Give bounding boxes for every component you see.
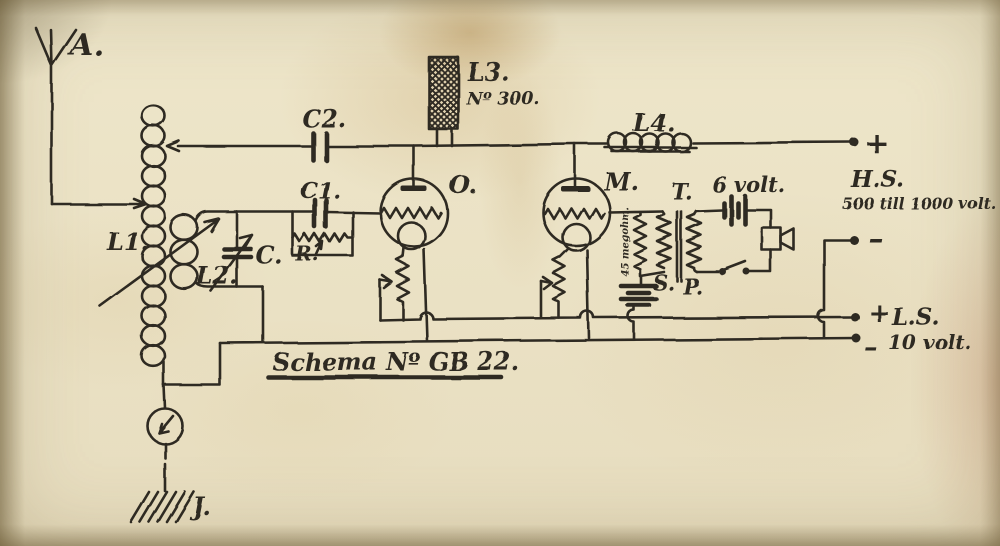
label-hs-range: 500 till 1000 volt.	[842, 194, 996, 213]
label-c1: C1.	[300, 178, 340, 204]
label-l2: L2.	[195, 261, 238, 290]
coupling-capacitor-c2	[310, 130, 415, 163]
label-hs: H.S.	[850, 166, 905, 193]
coil-l1	[140, 104, 313, 387]
tube-o-rheostat	[378, 246, 411, 322]
variable-capacitor-c	[209, 210, 265, 343]
bottom-rails	[162, 310, 859, 387]
switch	[695, 260, 751, 276]
tube-m	[541, 142, 611, 252]
label-hs-minus: –	[868, 221, 883, 256]
tube-m-filament-return	[585, 248, 591, 340]
hs-minus-wire	[816, 238, 852, 340]
label-antenna: A.	[67, 28, 104, 63]
label-c: C.	[256, 241, 283, 270]
label-s: S.	[653, 270, 675, 295]
label-ls-plus: +	[868, 298, 891, 329]
top-wire	[412, 140, 854, 148]
battery-6v	[694, 193, 773, 230]
label-r: R.	[295, 242, 320, 266]
tube-m-rheostat	[539, 247, 570, 320]
label-c2: C2.	[302, 104, 346, 133]
label-tube-o: O.	[449, 170, 477, 199]
label-tube-m: M.	[603, 167, 639, 196]
hf-choke-l3	[427, 55, 460, 148]
label-hs-plus: +	[864, 126, 889, 161]
grid-leak-r	[291, 210, 355, 258]
label-grid-resistor: 45 megohm.	[620, 207, 631, 276]
coil-l4	[603, 132, 698, 153]
terminals	[849, 137, 861, 343]
label-l4: L4.	[632, 108, 675, 137]
variometer-arrow	[98, 217, 221, 308]
label-ls: L.S.	[891, 304, 940, 331]
label-6volt: 6 volt.	[712, 172, 785, 197]
telephone-speaker	[747, 226, 796, 274]
label-ls-minus: –	[864, 332, 878, 363]
earth-connection	[129, 383, 196, 524]
label-l1: L1.	[106, 227, 149, 256]
label-t: T.	[671, 179, 692, 205]
grid-resistor-45meg	[607, 209, 666, 278]
label-ls-volt: 10 volt.	[888, 330, 972, 354]
grid-capacitor-c1	[235, 197, 383, 230]
tube-o	[379, 144, 449, 251]
label-l3: L3.	[466, 57, 509, 86]
label-p: P.	[682, 274, 703, 299]
tube-o-filament-return	[422, 247, 429, 343]
schema-title: Schema Nº GB 22.	[272, 347, 519, 376]
label-l3-type: Nº 300.	[465, 89, 539, 109]
label-earth: J.	[189, 492, 211, 521]
battery-3	[618, 274, 659, 341]
coil-l2	[169, 210, 265, 291]
transformer-t	[655, 209, 703, 283]
